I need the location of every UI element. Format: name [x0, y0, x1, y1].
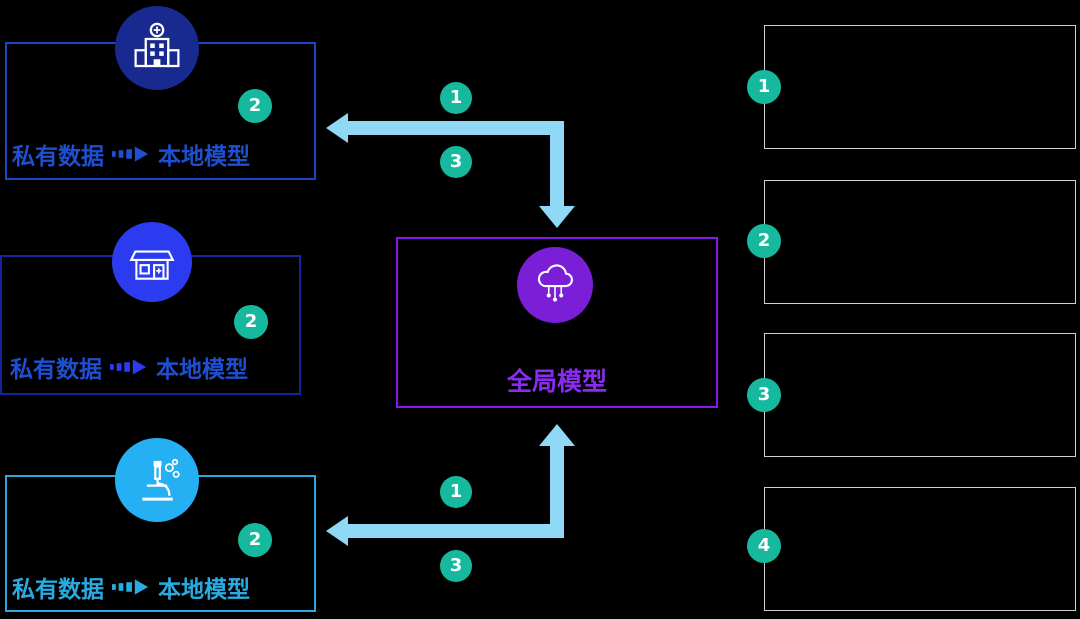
step-badge: 2	[234, 305, 268, 339]
flow-step-badge: 3	[440, 550, 472, 582]
step-badge-number: 2	[244, 311, 258, 332]
global-model-box	[396, 237, 718, 408]
flow-step-badge: 1	[440, 82, 472, 114]
dashed-arrow-icon	[112, 144, 150, 164]
flow-step-number: 3	[449, 151, 463, 172]
flow-step-badge: 3	[440, 146, 472, 178]
legend-number: 2	[757, 230, 771, 251]
bottom-flow-vertical-bar	[550, 446, 564, 538]
step-badge-number: 2	[248, 95, 262, 116]
legend-number: 4	[757, 535, 771, 556]
legend-badge-2: 2	[747, 224, 781, 258]
legend-box-4	[764, 487, 1076, 611]
legend-number: 1	[757, 76, 771, 97]
legend-box-3	[764, 333, 1076, 457]
bottom-flow-arrowhead-up	[539, 424, 575, 446]
legend-box-1	[764, 25, 1076, 149]
dashed-arrow-icon	[110, 357, 148, 377]
microscope-icon	[115, 438, 199, 522]
private-data-label: 私有数据	[12, 577, 104, 603]
clinic-icon	[112, 222, 192, 302]
top-flow-arrowhead-left	[326, 113, 348, 143]
flow-step-number: 3	[449, 555, 463, 576]
top-flow-vertical-bar	[550, 121, 564, 206]
global-model-label: 全局模型	[506, 367, 607, 396]
local-model-label: 本地模型	[158, 144, 250, 170]
flow-step-number: 1	[449, 481, 463, 502]
bottom-flow-horizontal-bar	[348, 524, 564, 538]
legend-badge-3: 3	[747, 378, 781, 412]
step-badge-number: 2	[248, 529, 262, 550]
top-flow-horizontal-bar	[348, 121, 564, 135]
client-data-row: 私有数据 本地模型	[10, 350, 248, 384]
client-data-row: 私有数据 本地模型	[12, 570, 250, 604]
local-model-label: 本地模型	[158, 577, 250, 603]
step-badge: 2	[238, 89, 272, 123]
flow-step-number: 1	[449, 87, 463, 108]
step-badge: 2	[238, 523, 272, 557]
private-data-label: 私有数据	[10, 357, 102, 383]
legend-box-2	[764, 180, 1076, 304]
legend-badge-1: 1	[747, 70, 781, 104]
local-model-label: 本地模型	[156, 357, 248, 383]
flow-step-badge: 1	[440, 476, 472, 508]
dashed-arrow-icon	[112, 577, 150, 597]
private-data-label: 私有数据	[12, 144, 104, 170]
bottom-flow-arrowhead-left	[326, 516, 348, 546]
legend-number: 3	[757, 384, 771, 405]
cloud-network-icon	[517, 247, 593, 323]
hospital-icon	[115, 6, 199, 90]
top-flow-arrowhead-down	[539, 206, 575, 228]
client-data-row: 私有数据 本地模型	[12, 137, 250, 171]
legend-badge-4: 4	[747, 529, 781, 563]
